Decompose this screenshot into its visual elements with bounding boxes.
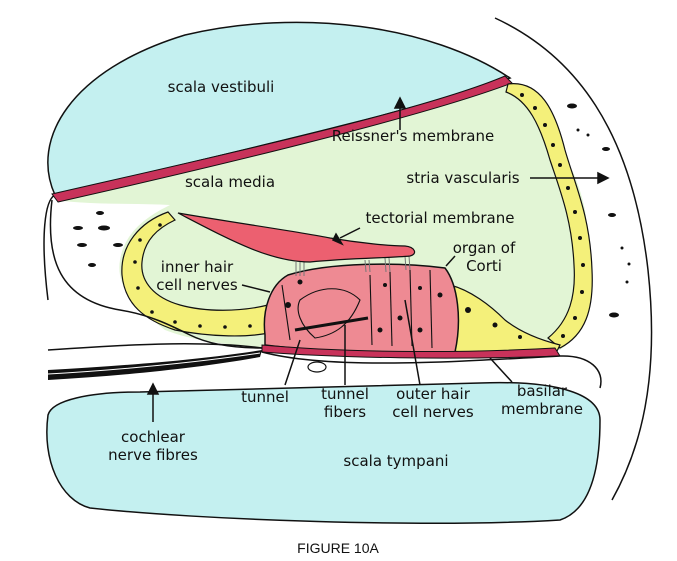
bony-wall — [43, 17, 653, 501]
label-scala-vestibuli: scala vestibuli — [168, 78, 275, 96]
limbus-dots — [73, 211, 123, 267]
label-basilar-1: basilar — [517, 382, 568, 400]
label-organ-of-corti-1: organ of — [453, 239, 516, 257]
label-tunnel-fibers-2: fibers — [324, 403, 366, 421]
organ-of-corti-region — [263, 263, 460, 354]
tunnel-fibers-line — [294, 316, 369, 332]
corti-nuclei — [285, 279, 443, 333]
label-tectorial-membrane: tectorial membrane — [366, 209, 515, 227]
label-outer-hair-1: outer hair — [396, 385, 471, 403]
label-inner-hair-2: cell nerves — [156, 276, 238, 294]
corti-cells — [281, 269, 433, 349]
label-reissners-membrane: Reissner's membrane — [332, 127, 494, 145]
label-inner-hair-1: inner hair — [161, 258, 234, 276]
inner-sulcus-nuclei — [133, 223, 252, 329]
spiral-vessel — [307, 361, 327, 373]
stereocilia — [295, 255, 411, 276]
stria-cell-dots — [520, 93, 585, 338]
label-organ-of-corti-2: Corti — [466, 257, 502, 275]
label-tunnel: tunnel — [241, 388, 289, 406]
label-scala-media: scala media — [185, 173, 275, 191]
label-cochlear-1: cochlear — [121, 428, 186, 446]
label-scala-tympani: scala tympani — [343, 452, 448, 470]
scala-tympani-region — [46, 381, 601, 524]
ligament-dots — [567, 103, 631, 318]
label-arrows — [146, 96, 610, 422]
figure-caption: FIGURE 10A — [297, 540, 379, 556]
outer-support-nuclei — [465, 307, 522, 339]
label-stria-vascularis: stria vascularis — [406, 169, 519, 187]
cochlear-nerve-fibres — [48, 350, 262, 380]
label-basilar-2: membrane — [501, 400, 583, 418]
label-cochlear-2: nerve fibres — [108, 446, 198, 464]
osseous-lamina — [47, 199, 602, 389]
tectorial-membrane-shape — [177, 212, 416, 263]
reissners-membrane-band — [51, 75, 513, 203]
stria-vascularis-band — [505, 83, 593, 349]
label-tunnel-fibers-1: tunnel — [321, 385, 369, 403]
label-outer-hair-2: cell nerves — [392, 403, 474, 421]
scala-media-region — [55, 82, 590, 351]
